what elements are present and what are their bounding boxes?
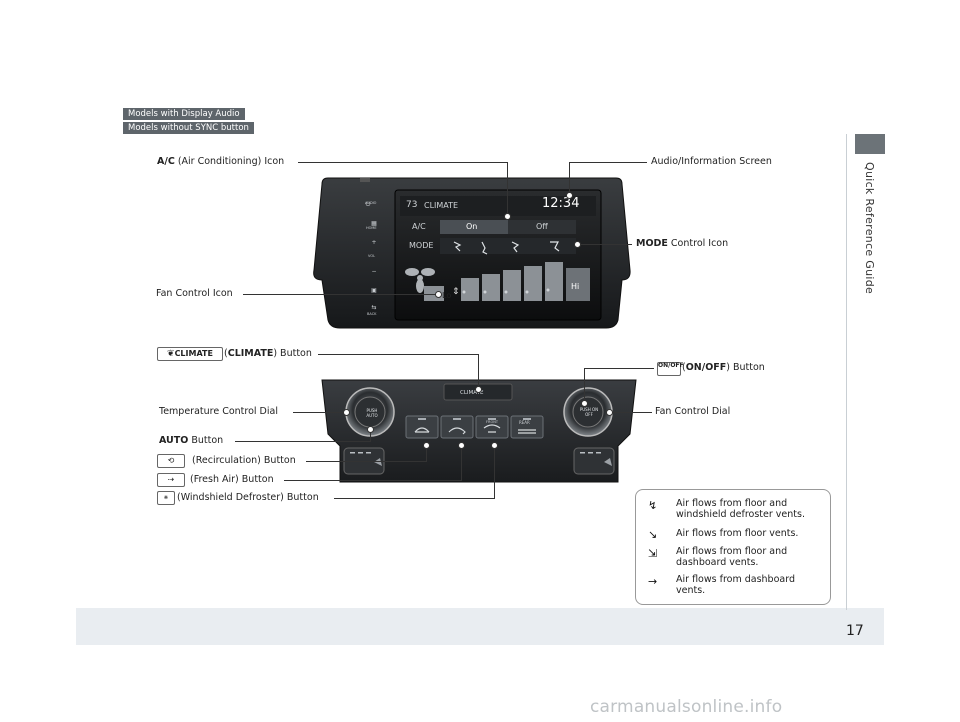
leader-line bbox=[578, 244, 632, 245]
recirculation-icon-box: ⟲ bbox=[157, 454, 185, 468]
climate-icon-box: ❦CLIMATE bbox=[157, 347, 223, 361]
fresh-air-button-callout: (Fresh Air) Button bbox=[190, 474, 274, 485]
leader-dot bbox=[343, 409, 350, 416]
model-tag-no-sync: Models without SYNC button bbox=[123, 122, 254, 134]
auto-button-callout: AUTO Button bbox=[159, 435, 224, 446]
leader-line bbox=[334, 498, 494, 499]
side-title: Quick Reference Guide bbox=[863, 162, 876, 295]
auto-knob-label[interactable]: PUSH AUTO bbox=[366, 408, 378, 418]
screen-temp: 73 bbox=[406, 200, 418, 210]
windshield-defroster-icon: ❋ bbox=[163, 495, 169, 501]
leader-line bbox=[235, 441, 370, 442]
leader-line bbox=[293, 412, 345, 413]
svg-text:−: − bbox=[371, 268, 376, 275]
leader-line bbox=[426, 446, 427, 462]
svg-text:+: + bbox=[371, 239, 376, 246]
svg-text:⇆: ⇆ bbox=[371, 304, 376, 311]
leader-line bbox=[494, 446, 495, 499]
home-button[interactable]: HOME bbox=[366, 226, 377, 230]
leader-dot bbox=[606, 409, 613, 416]
fan-hi-label: Hi bbox=[571, 282, 580, 291]
recirculation-button-callout: (Recirculation) Button bbox=[192, 455, 296, 466]
defroster-icon-box: ❋ bbox=[157, 491, 175, 505]
legend-row: Air flows from floor and windshield defr… bbox=[676, 498, 805, 520]
dash-icon: → bbox=[648, 575, 658, 588]
leader-dot bbox=[458, 442, 465, 449]
model-tag-display-audio: Models with Display Audio bbox=[123, 108, 245, 120]
climate-control-panel bbox=[321, 379, 637, 483]
leader-line bbox=[478, 354, 479, 388]
leader-line bbox=[610, 412, 652, 413]
display-audio-unit: ⏻ ▦ + − ▣ ⇆ ⇕ bbox=[313, 177, 631, 329]
defroster-button-callout: (Windshield Defroster) Button bbox=[177, 492, 319, 503]
leader-line bbox=[569, 162, 570, 194]
leader-line bbox=[306, 461, 426, 462]
leader-line bbox=[370, 430, 371, 442]
fresh-air-icon-box: ⇢ bbox=[157, 473, 185, 487]
leader-dot bbox=[491, 442, 498, 449]
onoff-knob-label[interactable]: PUSH ON OFF bbox=[579, 407, 599, 417]
floor-icon: ↘ bbox=[648, 528, 658, 541]
fan-icon-callout: Fan Control Icon bbox=[156, 288, 233, 299]
side-divider bbox=[846, 134, 847, 610]
recirculation-icon: ⟲ bbox=[167, 456, 175, 465]
temp-dial-callout: Temperature Control Dial bbox=[159, 406, 278, 417]
climate-panel-button[interactable]: CLIMATE bbox=[460, 390, 484, 396]
leader-line bbox=[507, 162, 508, 216]
page-number: 17 bbox=[846, 623, 864, 639]
screen-mode-label: CLIMATE bbox=[424, 201, 459, 210]
floor-dash-icon: ⇲ bbox=[648, 547, 658, 560]
back-button[interactable]: BACK bbox=[367, 312, 377, 316]
fresh-air-icon: ⇢ bbox=[167, 475, 175, 484]
svg-text:⇕: ⇕ bbox=[452, 287, 460, 297]
fan-icon bbox=[405, 268, 435, 293]
leader-dot bbox=[581, 400, 588, 407]
onoff-icon-box: ON/OFF bbox=[657, 362, 684, 376]
svg-text:▦: ▦ bbox=[371, 220, 377, 227]
fan-lo-label: Lo bbox=[442, 291, 452, 300]
climate-button-callout: (CLIMATE) Button bbox=[224, 348, 312, 359]
screen-mode-row-label: MODE bbox=[409, 241, 434, 250]
leader-line bbox=[243, 294, 437, 295]
svg-text:▣: ▣ bbox=[371, 287, 377, 294]
leader-dot bbox=[475, 386, 482, 393]
leader-dot bbox=[574, 241, 581, 248]
mode-icon-callout: MODE Control Icon bbox=[636, 238, 729, 249]
leader-line bbox=[584, 368, 654, 369]
ac-off-option[interactable]: Off bbox=[536, 222, 548, 231]
onoff-button-callout: (ON/OFF) Button bbox=[682, 362, 765, 373]
leader-dot bbox=[367, 426, 374, 433]
leader-dot bbox=[423, 442, 430, 449]
rear-defrost-button[interactable]: REAR bbox=[519, 420, 530, 425]
climate-glyph-icon: ❦ bbox=[167, 349, 175, 359]
leader-line bbox=[284, 480, 461, 481]
leader-line bbox=[584, 368, 585, 402]
legend-row: Air flows from floor vents. bbox=[676, 528, 799, 539]
screen-clock: 12:34 bbox=[542, 196, 580, 211]
ac-on-option[interactable]: On bbox=[466, 222, 478, 231]
airflow-legend: ↯ Air flows from floor and windshield de… bbox=[635, 489, 831, 605]
footer-band bbox=[76, 608, 884, 645]
screen-ac-label: A/C bbox=[412, 222, 426, 231]
leader-dot bbox=[566, 192, 573, 199]
ac-icon-callout: A/C (Air Conditioning) Icon bbox=[157, 156, 285, 167]
leader-dot bbox=[435, 291, 442, 298]
leader-line bbox=[461, 446, 462, 481]
fan-dial-callout: Fan Control Dial bbox=[655, 406, 731, 417]
section-tab bbox=[855, 134, 885, 154]
audio-screen-callout: Audio/Information Screen bbox=[651, 156, 772, 167]
svg-text:⏻: ⏻ bbox=[366, 201, 371, 208]
floor-defrost-icon: ↯ bbox=[648, 499, 658, 512]
volume-button[interactable]: VOL bbox=[368, 254, 376, 258]
leader-line bbox=[298, 162, 508, 163]
legend-row: Air flows from floor and dashboard vents… bbox=[676, 546, 788, 568]
leader-line bbox=[318, 354, 478, 355]
watermark: carmanualsonline.info bbox=[590, 697, 783, 717]
leader-dot bbox=[504, 213, 511, 220]
front-defrost-button[interactable]: FRONT bbox=[486, 420, 498, 424]
audio-button[interactable]: AUDIO bbox=[365, 201, 377, 205]
legend-row: Air flows from dashboard vents. bbox=[676, 574, 795, 596]
leader-line bbox=[569, 162, 647, 163]
